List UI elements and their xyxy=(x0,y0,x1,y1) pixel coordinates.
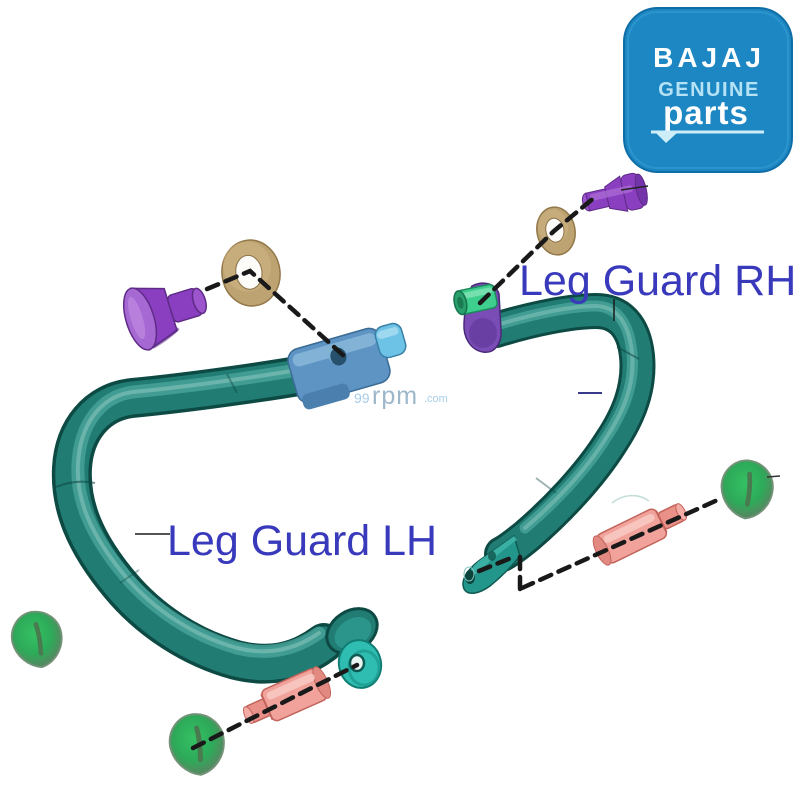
rh-end-cap xyxy=(720,459,774,520)
rh-tube-weld-seam xyxy=(535,477,557,494)
rh-spacer xyxy=(592,503,687,566)
logo-arrow-icon xyxy=(655,132,678,143)
rh-label: Leg Guard RH xyxy=(519,257,796,305)
lh-assembly-dash-bottom xyxy=(190,662,360,751)
lh-bolt xyxy=(122,287,207,351)
labels: Leg Guard LH Leg Guard RH xyxy=(135,257,796,565)
rh-bolt-leader-line xyxy=(620,185,649,191)
bajaj-logo-badge: BAJAJ GENUINE parts xyxy=(623,7,793,173)
watermark: 99 rpm .com xyxy=(354,382,448,410)
lh-tube-weld-seam xyxy=(226,373,238,394)
lh-tube xyxy=(51,347,367,684)
rh-assembly-dash-bottom xyxy=(476,495,725,592)
leg-guard-rh-assembly xyxy=(453,172,781,594)
logo-brand-text: BAJAJ xyxy=(653,42,765,73)
logo-genuine-text: GENUINE xyxy=(658,79,760,101)
lh-label: Leg Guard LH xyxy=(167,517,437,565)
lh-end-cap-upper xyxy=(10,610,63,669)
watermark-mid: rpm xyxy=(372,382,418,410)
lh-assembly-dash-top xyxy=(204,268,347,359)
lh-tube-weld-seam xyxy=(119,569,140,584)
rh-bracket-hole-upper xyxy=(488,551,496,561)
watermark-prefix: 99 xyxy=(354,390,370,406)
rh-cap-leader-line xyxy=(766,475,781,478)
rh-tube xyxy=(478,292,656,572)
rh-bushing xyxy=(453,283,498,316)
leg-guard-lh-assembly xyxy=(10,239,407,776)
lh-flange-plate xyxy=(325,607,383,689)
lh-tube-weld-seam xyxy=(55,480,96,488)
watermark-suffix: .com xyxy=(424,393,448,405)
rh-assembly-dash-top xyxy=(477,194,598,306)
rh-spacer-leader-line xyxy=(611,494,650,504)
logo-parts-text: parts xyxy=(663,94,749,131)
rh-tube-weld-seam xyxy=(616,346,640,360)
rh-bolt xyxy=(581,172,648,212)
